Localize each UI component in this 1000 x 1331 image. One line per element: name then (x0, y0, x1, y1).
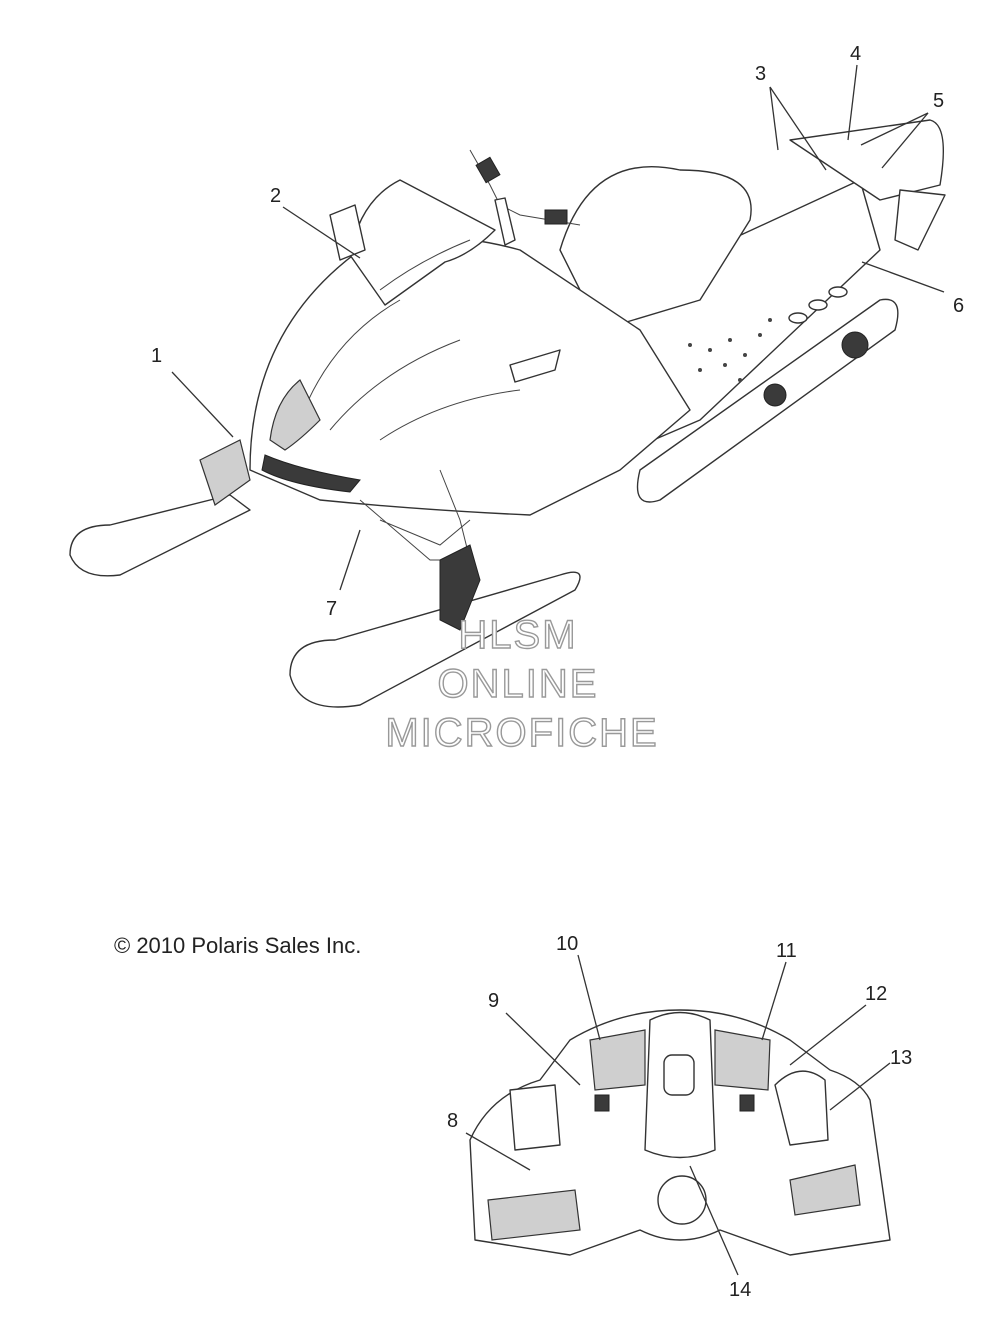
tunnel-holes (688, 318, 772, 382)
callout-numbers: 1 2 3 4 5 6 7 8 9 10 11 12 13 14 (151, 43, 964, 1301)
idler-wheel (763, 383, 787, 407)
hood-drawing (469, 1009, 891, 1256)
rear-bumper (789, 119, 945, 201)
callout-13: 13 (890, 1047, 912, 1069)
copyright-notice: © 2010 Polaris Sales Inc. (114, 933, 361, 958)
nose-grille (261, 454, 361, 493)
idler-wheel (841, 331, 869, 359)
callout-6: 6 (953, 295, 964, 317)
left-ski (69, 494, 251, 577)
seat (559, 166, 752, 331)
callout-14: 14 (729, 1279, 751, 1301)
callout-7: 7 (326, 598, 337, 620)
callout-10: 10 (556, 933, 578, 955)
callout-5: 5 (933, 90, 944, 112)
callout-11: 11 (776, 940, 797, 962)
callout-2: 2 (270, 185, 281, 207)
snowmobile-drawing (69, 119, 946, 708)
watermark-line-2: ONLINE (438, 662, 599, 706)
callout-1: 1 (151, 345, 162, 367)
leader-lines (171, 64, 945, 1276)
callout-4: 4 (850, 43, 861, 65)
right-ski (289, 571, 581, 708)
watermark-line-1: HLSM (458, 613, 577, 657)
watermark: HLSM ONLINE MICROFICHE (385, 612, 658, 755)
callout-8: 8 (447, 1110, 458, 1132)
callout-3: 3 (755, 63, 766, 85)
callout-12: 12 (865, 983, 887, 1005)
callout-9: 9 (488, 990, 499, 1012)
watermark-line-3: MICROFICHE (385, 711, 658, 755)
